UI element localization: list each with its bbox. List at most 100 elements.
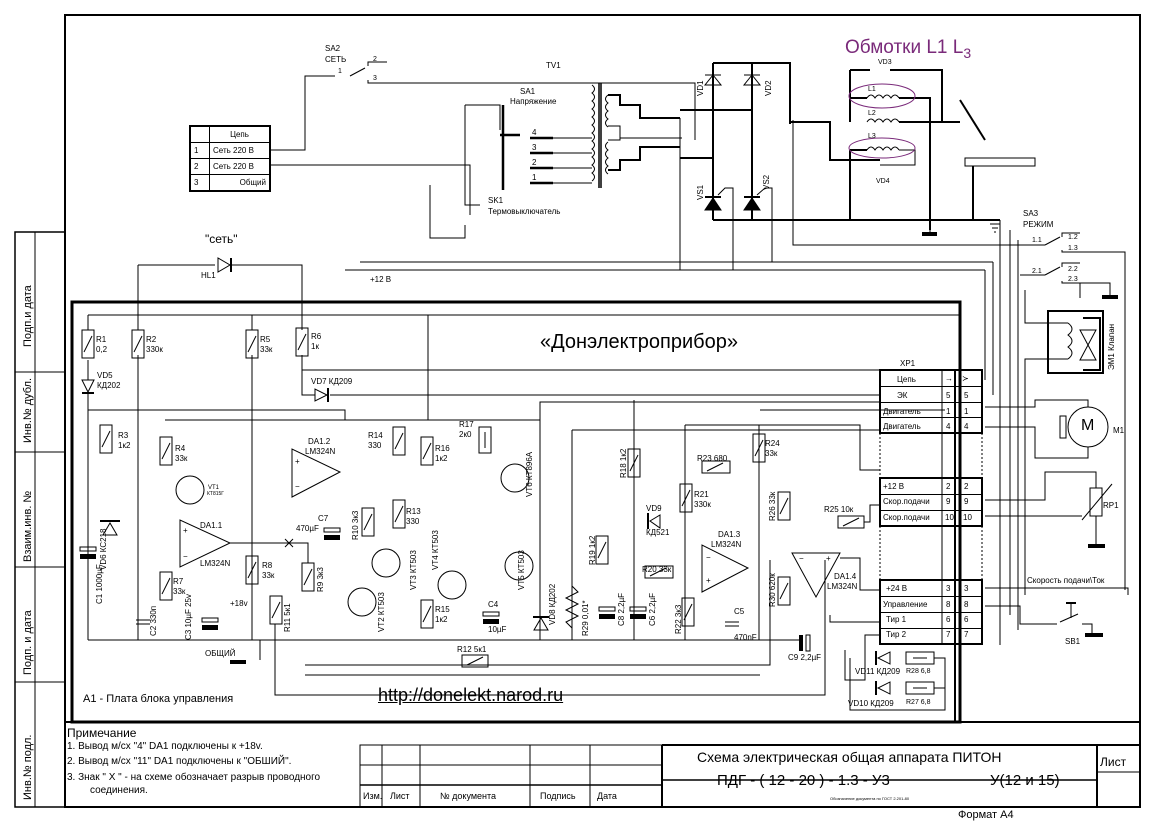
r6-label: R6: [311, 332, 322, 341]
da1-2-plus: +: [295, 457, 300, 466]
header-circuit: Цепь: [209, 125, 271, 143]
r1-label: R1: [96, 335, 107, 344]
r14-value: 330: [368, 441, 382, 450]
r19-label: R19 1к2: [588, 535, 597, 565]
xp1-row-name: Скор.подачи: [883, 497, 930, 506]
stamp-sign-date-2: Подп. и дата: [22, 610, 34, 675]
xp1-row-pin: 9: [946, 497, 951, 506]
xp1-row-pin: 4: [964, 422, 969, 431]
da1-3-plus: +: [706, 576, 711, 585]
xp1-row-pin: 3: [946, 584, 951, 593]
paper-format: Формат А4: [958, 809, 1014, 821]
cell-name: Сеть 220 В: [209, 158, 271, 175]
c2-label: C2 330п: [149, 605, 158, 636]
hl1-caption: "сеть": [205, 232, 238, 246]
speed-current-label: Скорость подачи\Ток: [1027, 576, 1105, 585]
r28-label: R28 6,8: [906, 668, 931, 675]
da1-2-minus: −: [295, 482, 300, 491]
note-item-1: 1. Вывод м/сх "4" DA1 подключены к +18v.: [67, 741, 263, 752]
opamp-da1-2: [291, 448, 342, 498]
vd5-label: VD5: [97, 371, 113, 380]
xp1-row-name: Двигатель: [883, 422, 921, 431]
r20-label: R20 33к: [642, 565, 672, 574]
r26-label: R26 33к: [768, 491, 777, 521]
r10-label: R10 3к3: [351, 510, 360, 540]
r1-value: 0,2: [96, 345, 108, 354]
title-block-header-doc-no: № документа: [440, 791, 497, 801]
hl1-label: HL1: [201, 271, 216, 280]
vd4-label: VD4: [876, 178, 890, 185]
website-link[interactable]: http://donelekt.narod.ru: [378, 685, 564, 705]
tap-2-label: 2: [532, 158, 537, 167]
cell-num: 3: [189, 174, 210, 192]
sa2-pin-2: 2: [373, 56, 377, 63]
r17-value: 2к0: [459, 430, 472, 439]
resistor-symbols: [81, 327, 935, 695]
vd9-value: КД521: [646, 528, 670, 537]
vd11-label: VD11 КД209: [855, 667, 901, 676]
sa3-pin-1-1: 1.1: [1032, 237, 1042, 244]
title-block-header-date: Дата: [597, 791, 617, 801]
vd7-label: VD7 КД209: [311, 377, 353, 386]
r5-value: 33к: [260, 345, 273, 354]
c4-value: 10µF: [488, 625, 507, 634]
m1-label: M1: [1113, 426, 1125, 435]
xp1-row-name: ЭК: [897, 391, 908, 400]
sk1-label: SK1: [488, 196, 504, 205]
vt1-value: КТ815Г: [207, 491, 225, 497]
r21-label: R21: [694, 490, 709, 499]
windings-title: Обмотки L1 L3: [845, 38, 971, 60]
opamp-da1-1: [179, 519, 232, 568]
r27-label: R27 6,8: [906, 699, 931, 706]
vt4-label: VT4 КТ503: [431, 530, 440, 570]
xp1-row-pin: 10: [945, 513, 954, 522]
opamp-da1-3: [701, 544, 750, 593]
vt5-label: VT5 КТ503: [517, 550, 526, 590]
xp1-row-pin: 9: [964, 497, 969, 506]
r12-label: R12 5к1: [457, 645, 487, 654]
sa2-pin-1: 1: [338, 68, 342, 75]
sa3-pin-1-2: 1.2: [1068, 234, 1078, 241]
c4-label: C4: [488, 600, 499, 609]
da1-2-type: LM324N: [305, 447, 336, 456]
r15-value: 1к2: [435, 615, 448, 624]
r24-value: 33к: [765, 449, 778, 458]
r13-value: 330: [406, 517, 420, 526]
r24-label: R24: [765, 439, 780, 448]
r4-label: R4: [175, 444, 186, 453]
sa3-label: SA3: [1023, 209, 1039, 218]
xp1-row-pin: 4: [946, 422, 951, 431]
sb1-label: SB1: [1065, 637, 1081, 646]
r8-value: 33к: [262, 571, 275, 580]
c5-value: 470nF: [734, 633, 757, 642]
xp1-row-pin: 5: [946, 391, 951, 400]
title-block-header-rev: Изм.: [363, 791, 383, 801]
l3-label: L3: [868, 133, 876, 140]
sa2-pin-3: 3: [373, 75, 377, 82]
xp1-row-pin: 8: [964, 600, 969, 609]
windings-title-sub: 3: [963, 44, 972, 61]
xp1-row-name: +24 В: [886, 584, 908, 593]
vd8-label: VD8 КД202: [548, 583, 557, 625]
da1-4-minus: −: [799, 554, 804, 563]
winding-l3-highlight: [848, 137, 916, 159]
r13-label: R13: [406, 507, 421, 516]
title-block-header-signature: Подпись: [540, 791, 576, 801]
da1-3-minus: −: [706, 553, 711, 562]
em1-valve-label: ЭМ1 Клапан: [1107, 323, 1116, 370]
opamp-da1-4: [791, 552, 841, 599]
tap-3-label: 3: [532, 143, 537, 152]
c7-value: 470µF: [296, 524, 319, 533]
r15-label: R15: [435, 605, 450, 614]
da1-1-label: DA1.1: [200, 521, 223, 530]
sa2-name: СЕТЬ: [325, 55, 347, 64]
r16-value: 1к2: [435, 454, 448, 463]
note-item-3-cont: соединения.: [90, 785, 148, 796]
sa2-label: SA2: [325, 44, 341, 53]
xp1-row-pin: 1: [964, 407, 969, 416]
winding-l1-highlight: [848, 83, 916, 109]
common-ground-label: ОБЩИЙ: [205, 649, 236, 658]
xp1-row-pin: 2: [946, 482, 951, 491]
r6-value: 1к: [311, 342, 319, 351]
vd1-label: VD1: [696, 80, 705, 96]
